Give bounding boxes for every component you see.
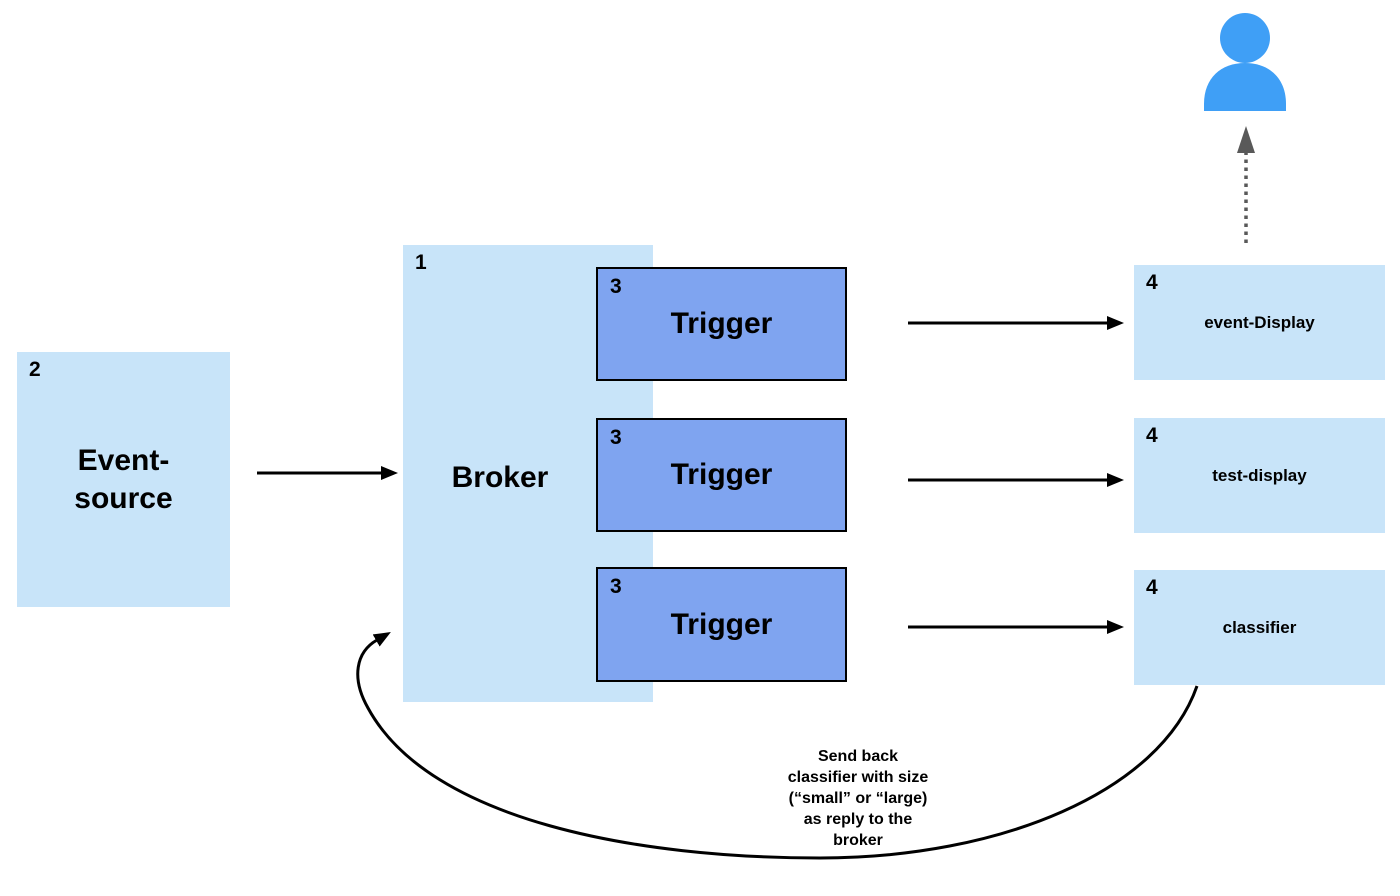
broker-label: Broker [451, 461, 549, 494]
event-source-box: 2 Event-source [17, 352, 230, 607]
test-display-box: 4 test-display [1134, 418, 1385, 533]
sink-number: 4 [1146, 576, 1158, 599]
trigger-label: Trigger [670, 458, 773, 492]
trigger-label: Trigger [670, 607, 773, 641]
trigger-box-3: 3 Trigger [596, 567, 847, 682]
event-source-number: 2 [29, 358, 41, 381]
event-display-label: event-Display [1204, 312, 1315, 332]
user-icon [1204, 13, 1286, 111]
broker-number: 1 [415, 251, 427, 274]
sink-number: 4 [1146, 424, 1158, 447]
trigger-box-1: 3 Trigger [596, 267, 847, 381]
trigger-number: 3 [610, 575, 622, 598]
reply-note-text: Send back classifier with size (“small” … [787, 748, 929, 849]
classifier-box: 4 classifier [1134, 570, 1385, 685]
trigger-box-2: 3 Trigger [596, 418, 847, 532]
event-source-label: Event-source [74, 444, 173, 515]
trigger-number: 3 [610, 275, 622, 298]
test-display-label: test-display [1212, 465, 1307, 485]
dotted-arrow-to-user [1237, 126, 1255, 243]
event-display-box: 4 event-Display [1134, 265, 1385, 380]
sink-number: 4 [1146, 271, 1158, 294]
classifier-label: classifier [1222, 617, 1297, 637]
trigger-label: Trigger [670, 307, 773, 341]
trigger-number: 3 [610, 426, 622, 449]
